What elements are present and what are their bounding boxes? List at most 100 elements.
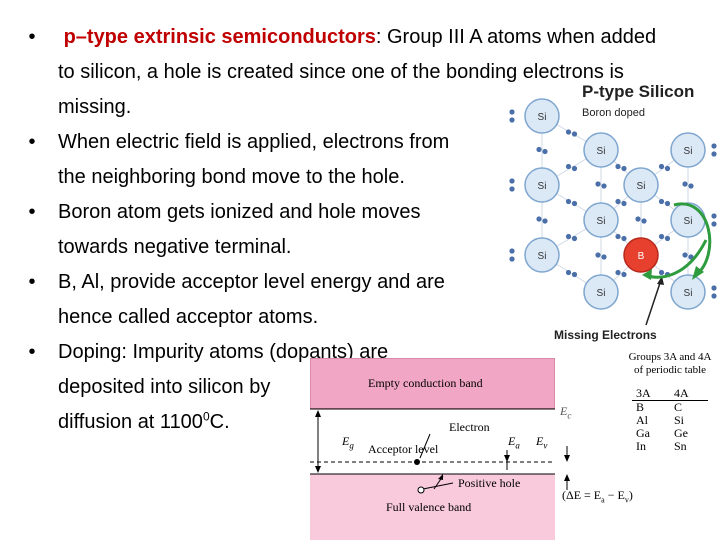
electron-dot: [595, 252, 601, 258]
electron-pointer: [419, 433, 431, 459]
bullet-text: When electric field is applied, electron…: [58, 131, 450, 153]
electron-dot: [571, 271, 578, 278]
silicon-atom: [583, 132, 619, 168]
bullet-text: the neighboring bond move to the hole.: [58, 166, 405, 188]
lattice-subtitle: Boron doped: [582, 107, 645, 119]
band-diagram: Empty conduction band Full valence band …: [310, 358, 633, 540]
electron-dot: [682, 181, 688, 187]
table-cell: In: [636, 439, 646, 453]
electron-dot: [509, 117, 515, 123]
bullet-marker: •: [28, 271, 36, 293]
electron-dot: [658, 163, 665, 170]
table-cell: Ge: [674, 426, 688, 440]
electron-label: Electron: [449, 420, 490, 434]
bullet-marker: •: [28, 341, 36, 363]
eg-arrow-head: [315, 466, 321, 473]
table-row: In Sn: [632, 440, 708, 453]
table-cell: Si: [674, 413, 685, 427]
ec-label: Ec: [560, 404, 571, 420]
electron-dot: [621, 271, 627, 278]
electron-dot: [571, 235, 578, 242]
boron-atom: [623, 237, 659, 273]
groups-title-line: of periodic table: [633, 364, 707, 376]
lattice-title: P-type Silicon: [582, 82, 695, 101]
bullet-marker: •: [28, 131, 36, 153]
electron-dot: [565, 129, 572, 135]
boron-label: B: [638, 251, 645, 262]
bullet-text: C.: [209, 411, 230, 433]
delta-text: ): [628, 488, 633, 502]
bullet-item-4: • B, Al, provide acceptor level energy a…: [22, 265, 712, 335]
electron-dot: [571, 200, 578, 207]
silicon-label: Si: [684, 216, 693, 227]
electron-dot: [536, 216, 542, 222]
electron-dot: [664, 165, 671, 172]
ev-symbol: E: [536, 434, 544, 448]
ev-subscript: v: [543, 440, 548, 451]
conduction-band-label: Empty conduction band: [368, 376, 483, 390]
electron-dot: [641, 218, 647, 224]
silicon-atom: [623, 167, 659, 203]
bullet-text: : Group III A atoms when added: [375, 26, 657, 48]
delta-text: − E: [604, 488, 625, 502]
electron-dot: [536, 146, 542, 153]
table-row: Al Si: [632, 414, 708, 427]
groups-header-row: 3A 4A: [632, 387, 708, 401]
groups-header: 4A: [674, 386, 689, 400]
bullet-text: B, Al, provide acceptor level energy and…: [58, 271, 445, 293]
acceptor-level-label: Acceptor level: [368, 442, 439, 456]
ec-subscript: c: [567, 410, 572, 421]
bullet-marker: •: [28, 26, 36, 48]
delta-arrow-head: [564, 474, 570, 481]
silicon-atom: [670, 274, 706, 310]
delta-sub-v: v: [624, 495, 629, 505]
bullet-item-1: • p–type extrinsic semiconductors: Group…: [22, 20, 712, 125]
electron-dot: [682, 252, 688, 258]
electron-dot: [711, 285, 717, 291]
groups-header: 3A: [636, 386, 651, 400]
electron-dot: [621, 235, 627, 242]
electron-dot: [595, 181, 601, 187]
silicon-atom: [583, 274, 619, 310]
silicon-label: Si: [597, 216, 606, 227]
hole-pointer: [422, 482, 454, 490]
electron-dot: [542, 218, 548, 224]
silicon-label: Si: [597, 288, 606, 299]
groups-title-line: Groups 3A and 4A: [628, 351, 712, 363]
electron-dot: [509, 178, 515, 184]
silicon-label: Si: [538, 251, 547, 262]
electron-dot: [571, 131, 578, 137]
electron-dot: [509, 256, 515, 262]
hole-arrow-head: [438, 474, 443, 480]
table-cell: C: [674, 400, 683, 414]
electron-dot: [601, 254, 607, 260]
electron-dot: [565, 269, 572, 276]
electron-dot: [565, 233, 572, 240]
electron-dot: [658, 233, 665, 240]
delta-e-label: (ΔE = Ea − Ev): [562, 488, 633, 504]
hole-dot: [417, 486, 425, 494]
bullet-item-5: • Doping: Impurity atoms (dopants) are d…: [22, 335, 712, 440]
hole-motion-arrow-head: [692, 266, 704, 280]
table-cell: Sn: [674, 439, 687, 453]
delta-sub-a: a: [601, 495, 605, 505]
electron-dot: [711, 143, 717, 149]
table-cell: Al: [636, 413, 648, 427]
electron-dot: [711, 293, 717, 299]
electron-dot: [615, 163, 621, 170]
eg-label: Eg: [342, 434, 354, 450]
hole-motion-arrow: [673, 202, 712, 277]
electron-dot: [658, 198, 665, 205]
silicon-label: Si: [637, 181, 646, 192]
valence-band-label: Full valence band: [386, 500, 472, 514]
bullet-text: Doping: Impurity atoms (dopants) are: [58, 341, 389, 363]
missing-electrons-label: Missing Electrons: [554, 328, 657, 342]
positive-hole-label: Positive hole: [458, 476, 521, 490]
ea-symbol: E: [508, 434, 516, 448]
silicon-label: Si: [597, 146, 606, 157]
silicon-atom: [583, 202, 619, 238]
electron-dot: [711, 221, 717, 227]
ev-label: Ev: [536, 434, 547, 450]
